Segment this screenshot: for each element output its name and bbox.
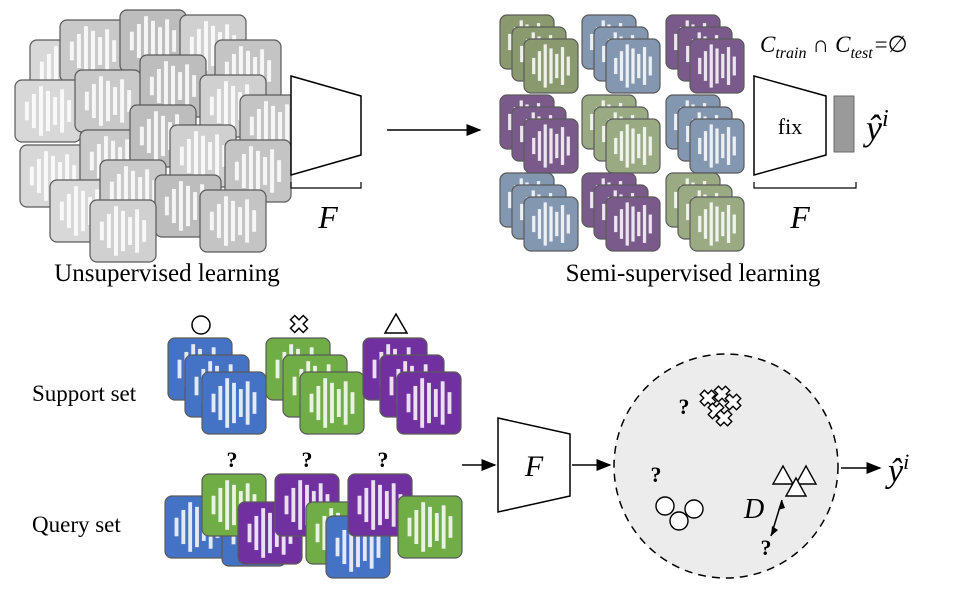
labeled-image-card — [689, 118, 745, 174]
unlabeled-image-card — [59, 19, 127, 83]
caption-unsupervised: Unsupervised learning — [54, 260, 280, 287]
unlabeled-image-card — [74, 69, 142, 133]
unknown-query-point: ? — [761, 535, 772, 560]
encoder-trapezoid-unsupervised — [290, 75, 362, 176]
labeled-image-card — [523, 118, 579, 174]
encoder-brace-unsupervised — [290, 182, 362, 189]
support-set-label: Support set — [32, 381, 137, 406]
prediction-label-fewshot: ŷi — [885, 449, 909, 490]
query-image-card — [397, 495, 463, 559]
labeled-image-card — [605, 38, 661, 94]
encoder-label-fewshot: F — [524, 450, 544, 483]
query-set-label: Query set — [32, 512, 121, 537]
cross-icon — [289, 314, 309, 334]
class-disjoint-constraint: Ctrain∩Ctest=∅ — [760, 32, 908, 62]
encoder-trapezoid-fixed — [753, 75, 827, 176]
query-question-mark: ? — [378, 447, 389, 472]
distance-arrowhead — [771, 500, 785, 536]
fix-label: fix — [778, 114, 802, 139]
unlabeled-image-card — [169, 124, 237, 188]
labeled-image-card — [689, 38, 745, 94]
query-image-card — [347, 473, 413, 537]
unlabeled-image-card — [199, 189, 267, 253]
query-set-images — [164, 473, 463, 579]
support-set-images — [167, 337, 462, 435]
labeled-image-grid — [499, 14, 745, 252]
triangle-icon — [383, 312, 409, 334]
distance-label: D — [743, 494, 764, 525]
classifier-head-block — [833, 95, 855, 153]
triangle-cluster — [771, 464, 818, 497]
query-question-mark: ? — [227, 447, 238, 472]
support-image-card — [396, 371, 462, 435]
unknown-query-point: ? — [651, 462, 662, 487]
labeled-image-card — [523, 38, 579, 94]
cross-cluster — [699, 385, 742, 427]
unlabeled-image-card — [89, 199, 157, 263]
labeled-image-card — [523, 196, 579, 252]
unknown-query-point: ? — [679, 394, 690, 419]
circle-icon — [191, 315, 211, 335]
caption-semi-supervised: Semi-supervised learning — [566, 260, 821, 287]
labeled-image-card — [605, 118, 661, 174]
support-image-card — [201, 371, 267, 435]
labeled-image-card — [605, 196, 661, 252]
prediction-label-semi: ŷi — [863, 106, 889, 148]
unlabeled-image-card — [14, 79, 82, 143]
circle-cluster — [655, 496, 704, 531]
unlabeled-image-pile — [14, 9, 307, 263]
encoder-label-semi: F — [789, 199, 810, 235]
encoder-brace-semi — [753, 182, 857, 189]
encoder-label-unsupervised: F — [317, 199, 338, 235]
labeled-image-card — [689, 196, 745, 252]
encoder-trapezoid-fewshot — [497, 417, 571, 513]
query-question-mark: ? — [302, 447, 313, 472]
support-image-card — [299, 371, 365, 435]
